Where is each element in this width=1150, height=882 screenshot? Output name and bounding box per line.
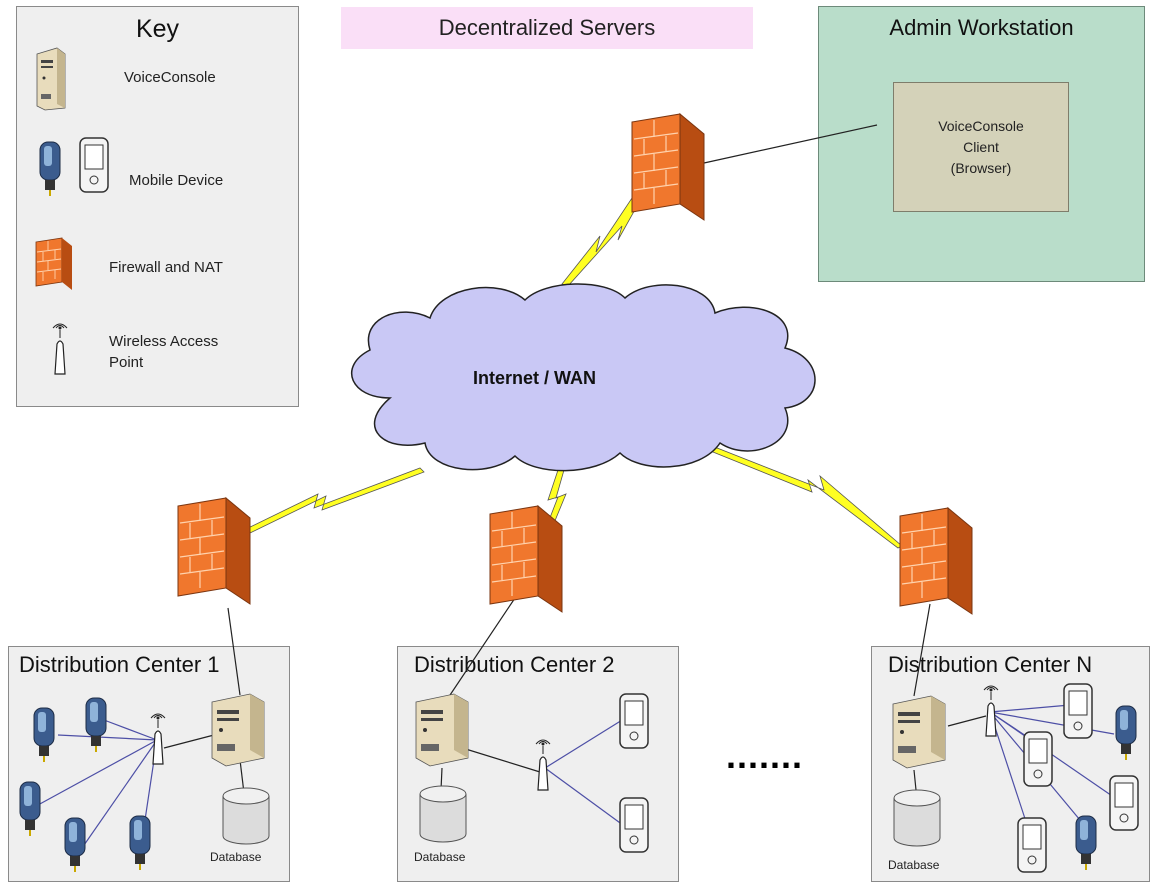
mobile-device-icon	[1017, 817, 1047, 873]
wireless-access-point-icon	[52, 323, 68, 375]
key-label-wap-line-1: Wireless Access	[109, 333, 219, 350]
client-line-2: Client	[963, 139, 999, 155]
voice-terminal-icon	[19, 781, 41, 836]
voiceconsole-server-icon	[892, 695, 946, 769]
key-label-mobile-device: Mobile Device	[129, 172, 224, 189]
diagram-title-box: Decentralized Servers	[341, 7, 753, 49]
voice-terminal-icon	[85, 697, 107, 752]
dc1-firewall-link	[227, 607, 241, 696]
dcn-server-ap-link	[947, 715, 987, 727]
key-label-voiceconsole: VoiceConsole	[124, 69, 216, 86]
database-icon	[419, 785, 467, 843]
key-title: Key	[135, 15, 180, 43]
key-label-wap: Wireless Access Point	[109, 331, 218, 373]
mobile-device-icon	[79, 137, 109, 193]
lightning-link-dc1	[243, 467, 425, 535]
mobile-device-icon	[1063, 683, 1093, 739]
distribution-center-1-title: Distribution Center 1	[19, 652, 220, 677]
voice-terminal-icon	[129, 815, 151, 870]
dc2-firewall-link	[441, 597, 516, 708]
key-label-firewall: Firewall and NAT	[109, 259, 223, 276]
database-icon	[222, 787, 270, 845]
internet-cloud-icon	[351, 283, 816, 472]
database-icon	[893, 789, 941, 847]
wireless-access-point-icon	[535, 739, 551, 791]
diagram-title: Decentralized Servers	[438, 15, 656, 40]
admin-link-line	[703, 124, 878, 164]
mobile-device-icon	[619, 797, 649, 853]
voiceconsole-server-icon	[415, 693, 469, 767]
more-centers-ellipsis: .......	[726, 735, 804, 776]
firewall-icon	[35, 237, 72, 290]
server-icon	[36, 47, 66, 111]
voice-terminal-icon	[1075, 815, 1097, 870]
voiceconsole-server-icon	[211, 693, 265, 767]
dc1-server-db-link	[239, 759, 245, 794]
dc2-wireless-links	[544, 716, 628, 829]
distribution-center-n-title: Distribution Center N	[888, 652, 1093, 677]
wireless-access-point-icon	[983, 685, 999, 737]
wireless-access-point-icon	[150, 713, 166, 765]
dcn-server-db-link	[913, 769, 917, 791]
voice-terminal-icon	[1115, 705, 1137, 760]
mobile-device-icon	[1109, 775, 1139, 831]
dc2-database-label: Database	[414, 850, 466, 864]
distribution-center-2-panel: Distribution Center 2	[397, 646, 679, 882]
client-line-3: (Browser)	[950, 160, 1012, 176]
dc1-database-label: Database	[210, 850, 262, 864]
key-label-wap-line-2: Point	[109, 354, 144, 371]
distribution-center-2-title: Distribution Center 2	[414, 652, 615, 677]
admin-workstation-title: Admin Workstation	[889, 15, 1074, 40]
client-line-1: VoiceConsole	[938, 118, 1024, 134]
mobile-device-icon	[1023, 731, 1053, 787]
dcn-firewall-link	[913, 603, 931, 697]
mobile-device-icon	[619, 693, 649, 749]
firewall-icon	[899, 506, 973, 615]
voiceconsole-client-label: VoiceConsole Client (Browser)	[894, 116, 1068, 179]
dc1-ap-server-link	[163, 734, 215, 749]
firewall-icon	[631, 112, 705, 221]
voiceconsole-client-box: VoiceConsole Client (Browser)	[893, 82, 1069, 212]
voice-terminal-icon	[39, 141, 61, 196]
dcn-database-label: Database	[888, 858, 940, 872]
key-panel: Key VoiceConsole Mobile Device Firewall …	[16, 6, 299, 407]
internet-wan-label: Internet / WAN	[473, 368, 597, 388]
voice-terminal-icon	[33, 707, 55, 762]
firewall-icon	[489, 504, 563, 613]
firewall-icon	[177, 496, 251, 605]
voice-terminal-icon	[64, 817, 86, 872]
